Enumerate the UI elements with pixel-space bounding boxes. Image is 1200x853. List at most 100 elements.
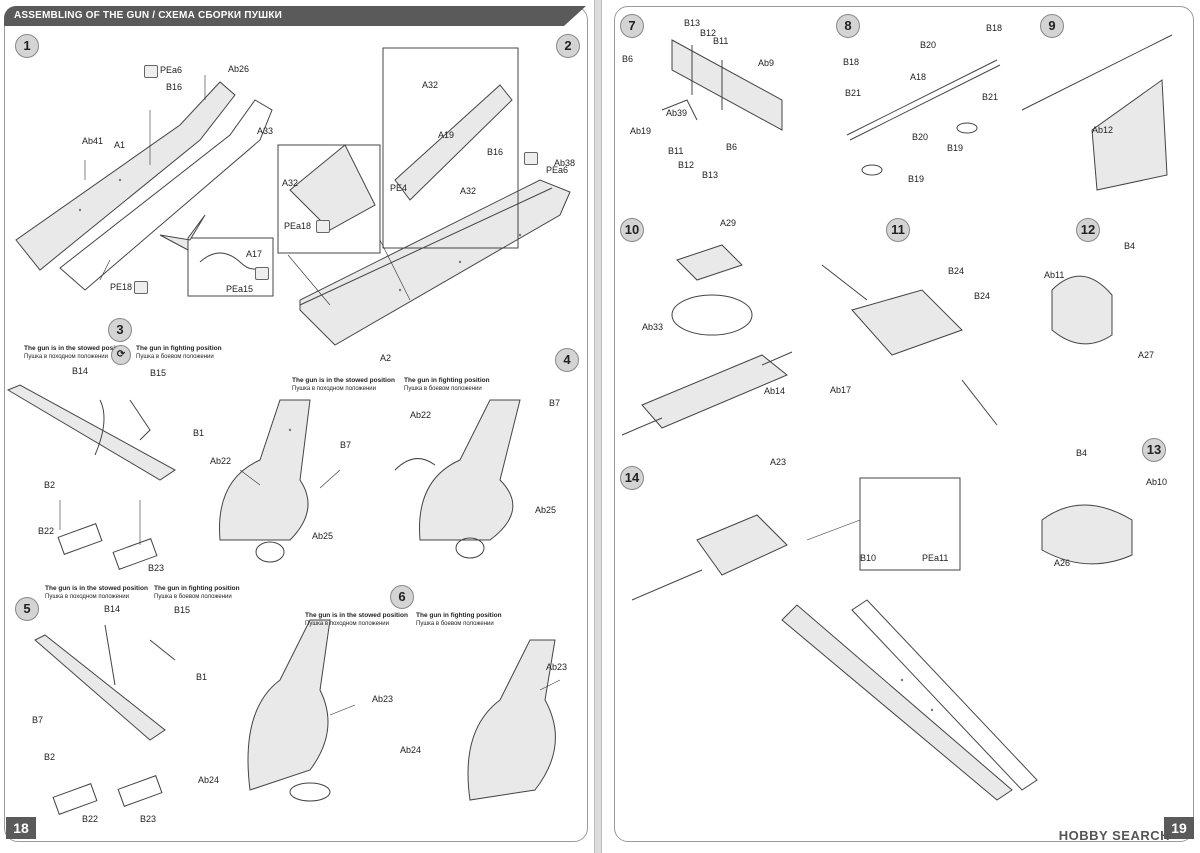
part-label: B12: [678, 160, 695, 170]
part-label: B13: [702, 170, 719, 180]
header-title: ASSEMBLING OF THE GUN: [14, 10, 150, 21]
step-5-badge: 5: [15, 597, 39, 621]
part-label: B7: [32, 715, 44, 725]
part-label: B1: [196, 672, 208, 682]
part-label: B11: [713, 36, 729, 46]
part-label: Ab17: [830, 385, 852, 395]
photoetch-icon: [316, 220, 330, 233]
step-7-badge: 7: [620, 14, 644, 38]
part-label: Ab22: [410, 410, 432, 420]
part-label: PEa11: [922, 553, 949, 563]
part-label: PEa6: [546, 165, 569, 175]
part-label: PEa18: [284, 221, 312, 231]
part-label: Ab9: [758, 58, 775, 68]
header-title-ru: / СХЕМА СБОРКИ ПУШКИ: [149, 10, 283, 21]
part-label: B19: [908, 174, 925, 184]
part-label: B19: [947, 143, 964, 153]
part-label: Ab23: [546, 662, 568, 672]
part-label: Ab23: [372, 694, 394, 704]
step-2-badge: 2: [556, 34, 580, 58]
part-label: A17: [246, 249, 263, 259]
part-label: B11: [668, 146, 684, 156]
part-label: A23: [770, 457, 787, 467]
part-label: B21: [982, 92, 999, 102]
part-label: B10: [860, 553, 877, 563]
rotate-icon: ⟳: [111, 345, 131, 365]
part-label: B7: [340, 440, 352, 450]
stowed-ru: Пушка в походном положении: [24, 354, 108, 360]
trail-beam-a1: [15, 81, 236, 271]
part-label: PEa15: [226, 284, 254, 294]
part-label: A32: [460, 186, 477, 196]
right-page: 7 8 9 10 11 12 13 14 B13 B12 B11 B6 Ab9 …: [601, 0, 1200, 853]
part-label: PE4: [390, 183, 408, 193]
part-label: A1: [114, 140, 126, 150]
part-label: Ab25: [312, 531, 334, 541]
step-11-badge: 11: [886, 218, 910, 242]
part-label: B6: [726, 142, 738, 152]
part-label: Ab11: [1044, 270, 1065, 280]
photoetch-icon: [524, 152, 538, 165]
part-label: A32: [282, 178, 299, 188]
part-label: B20: [912, 132, 929, 142]
part-label: B24: [974, 291, 991, 301]
part-label: B15: [174, 605, 191, 615]
part-label: B18: [843, 57, 860, 67]
part-label: B24: [948, 266, 965, 276]
part-label: PE18: [110, 282, 133, 292]
part-label: A18: [910, 72, 927, 82]
step-8-badge: 8: [836, 14, 860, 38]
part-label: Ab26: [228, 64, 250, 74]
step-10-badge: 10: [620, 218, 644, 242]
part-label: Ab25: [535, 505, 557, 515]
photoetch-icon: [134, 281, 148, 294]
left-page-drawings: [6, 47, 571, 815]
photoetch-icon: [144, 65, 158, 78]
part-label: B4: [1076, 448, 1088, 458]
fighting-ru: Пушка в боевом положении: [136, 354, 214, 360]
photoetch-icon: [255, 267, 269, 280]
step-12-badge: 12: [1076, 218, 1100, 242]
page-number-right: 19: [1164, 817, 1194, 839]
part-label: A32: [422, 80, 439, 90]
step-6-badge: 6: [390, 585, 414, 609]
part-label: A19: [438, 130, 455, 140]
right-page-drawings: [621, 34, 1173, 801]
part-label: B16: [487, 147, 504, 157]
part-label: B23: [148, 563, 165, 573]
left-page: ASSEMBLING OF THE GUN / СХЕМА СБОРКИ ПУШ…: [0, 0, 595, 853]
step-3-badge: 3: [108, 318, 132, 342]
part-label: B2: [44, 752, 56, 762]
page-header: ASSEMBLING OF THE GUN / СХЕМА СБОРКИ ПУШ…: [4, 6, 586, 26]
part-label: B18: [986, 23, 1003, 33]
part-label: B13: [684, 18, 701, 28]
step-13-badge: 13: [1142, 438, 1166, 462]
step-1-badge: 1: [15, 34, 39, 58]
part-label: A29: [720, 218, 737, 228]
part-label: B2: [44, 480, 56, 490]
part-label: Ab10: [1146, 477, 1168, 487]
part-label: Ab22: [210, 456, 232, 466]
step-14-badge: 14: [620, 466, 644, 490]
part-label: B21: [845, 88, 862, 98]
part-label: Ab24: [400, 745, 422, 755]
part-label: B20: [920, 40, 937, 50]
part-label: B23: [140, 814, 157, 824]
part-label: B16: [166, 82, 183, 92]
part-label: PEa6: [160, 65, 183, 75]
part-label: Ab12: [1092, 125, 1114, 135]
part-label: Ab41: [82, 136, 104, 146]
part-label: B1: [193, 428, 205, 438]
step-9-badge: 9: [1040, 14, 1064, 38]
part-label: B7: [549, 398, 561, 408]
trail-beam-a2: [299, 179, 571, 346]
part-label: Ab39: [666, 108, 688, 118]
part-label: A2: [380, 353, 392, 363]
